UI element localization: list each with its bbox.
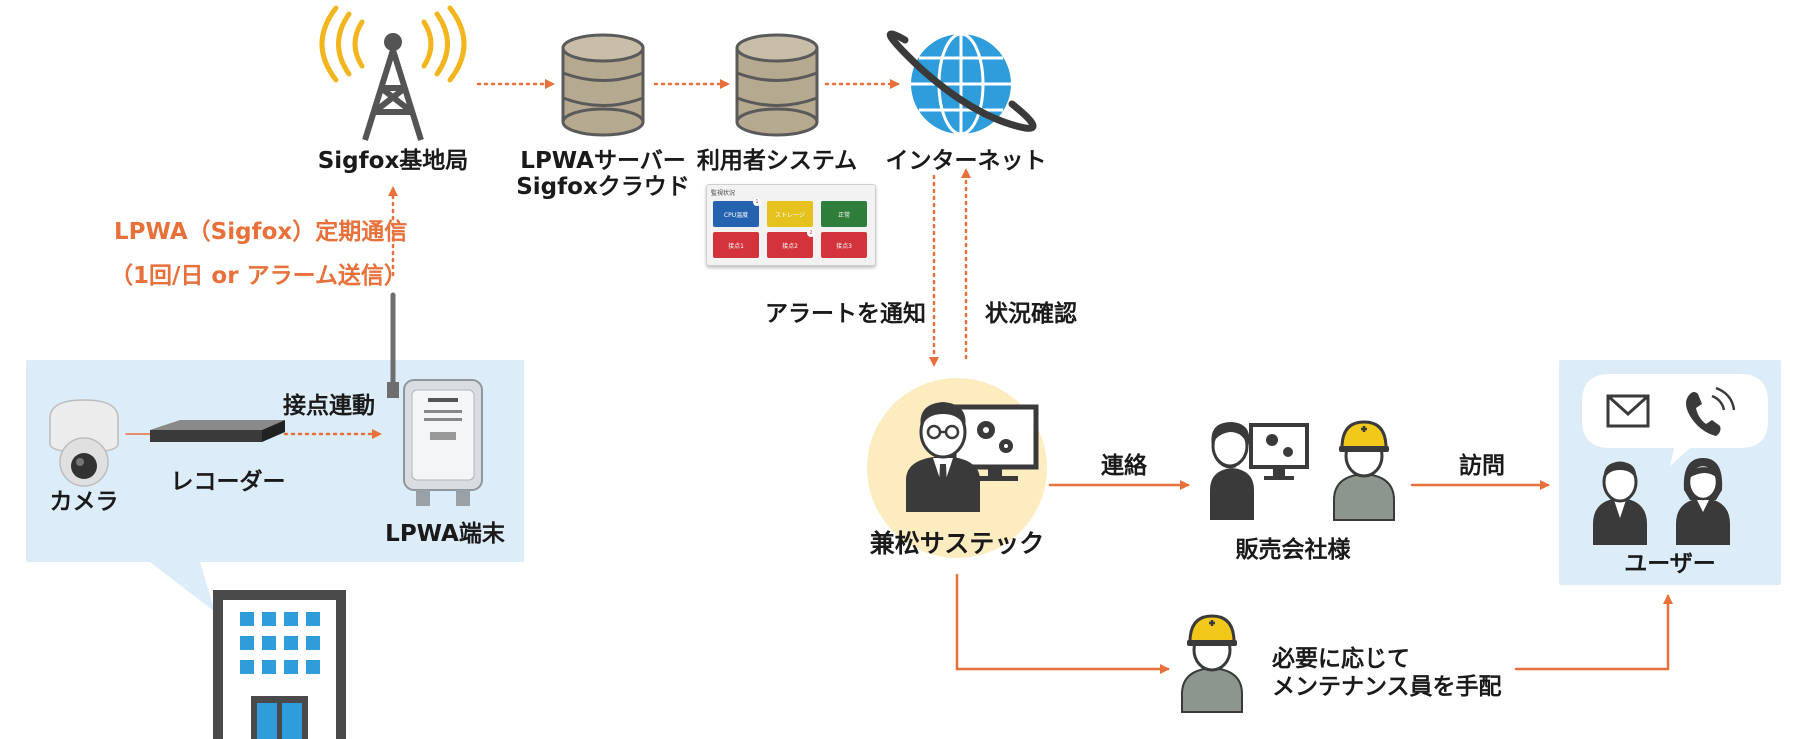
- comm-sub-label: （1回/日 or アラーム送信）: [110, 263, 407, 289]
- dashboard-button: ストレージ: [767, 201, 813, 227]
- dashboard-button-label: 正常: [837, 211, 850, 219]
- dashboard-thumbnail: 監視状況 CPU温度 1 ストレージ 正常接点1 接点2 2 接点3: [706, 184, 876, 266]
- dashboard-button: CPU温度 1: [713, 198, 761, 227]
- database-icon: [735, 33, 819, 137]
- sigfox-cloud-label: Sigfoxクラウド: [516, 174, 690, 200]
- comm-label: LPWA（Sigfox）定期通信: [114, 219, 408, 245]
- database-icon: [561, 33, 645, 137]
- dashboard-button: 接点1: [713, 232, 759, 258]
- user-label: ユーザー: [1624, 551, 1716, 577]
- dispatch-label: 必要に応じて: [1272, 646, 1410, 672]
- camera-icon: [49, 399, 119, 487]
- operator-icon: [1210, 422, 1309, 520]
- arrow-dispatch: [955, 573, 1170, 674]
- internet-label: インターネット: [885, 148, 1047, 174]
- dashboard-button-label: 接点1: [728, 242, 744, 250]
- dashboard-badge: 1: [753, 198, 761, 206]
- dashboard-title: 監視状況: [711, 190, 736, 197]
- gear-icon: [1266, 434, 1293, 457]
- lpwa-device-icon: [387, 292, 483, 506]
- dashboard-button-label: 接点3: [836, 242, 852, 250]
- recorder-label: レコーダー: [170, 469, 286, 495]
- dashboard-button: 正常: [821, 201, 867, 227]
- dispatch-sub-label: メンテナンス員を手配: [1272, 674, 1502, 700]
- company-icon: [867, 378, 1047, 558]
- company-label: 兼松サステック: [869, 529, 1045, 558]
- gear-icon: [977, 421, 1013, 453]
- globe-icon: [886, 30, 1037, 136]
- status-check-label: 状況確認: [985, 301, 1077, 327]
- person-icon: [906, 402, 980, 512]
- monitor-icon: [951, 404, 1039, 481]
- lpwa-server-label: LPWAサーバー: [520, 148, 686, 174]
- worker-helmet-icon: [1181, 614, 1243, 713]
- person-icon: [1593, 461, 1647, 545]
- dashboard-button: 接点3: [821, 232, 867, 258]
- dashboard-badge: 2: [807, 229, 815, 237]
- arrow-maintenance-to-user: [1514, 594, 1673, 671]
- monitor-icon: [1249, 423, 1309, 480]
- dashboard-button-label: 接点2: [782, 242, 798, 250]
- mail-icon: [1606, 394, 1650, 428]
- base-station-label: Sigfox基地局: [317, 148, 469, 174]
- contact-label: 連絡: [1101, 453, 1147, 479]
- camera-label: カメラ: [49, 489, 119, 515]
- site-panel-tail: [150, 562, 215, 612]
- antenna-tower-icon: [319, 5, 467, 141]
- visit-label: 訪問: [1459, 453, 1505, 479]
- recorder-icon: [150, 420, 285, 442]
- dashboard-button: 接点2 2: [767, 229, 815, 258]
- phone-icon: [1686, 386, 1736, 436]
- building-icon: [213, 590, 346, 739]
- person-icon: [1676, 458, 1730, 545]
- lpwa-terminal-label: LPWA端末: [385, 521, 505, 547]
- user-system-label: 利用者システム: [696, 148, 858, 174]
- contact-link-label: 接点連動: [283, 393, 375, 419]
- worker-helmet-icon: [1333, 420, 1395, 521]
- dashboard-button-label: ストレージ: [775, 211, 805, 219]
- alert-notify-label: アラートを通知: [765, 301, 926, 327]
- dashboard-button-label: CPU温度: [723, 211, 749, 219]
- distributor-label: 販売会社様: [1235, 537, 1351, 563]
- thought-bubble: [1582, 374, 1768, 466]
